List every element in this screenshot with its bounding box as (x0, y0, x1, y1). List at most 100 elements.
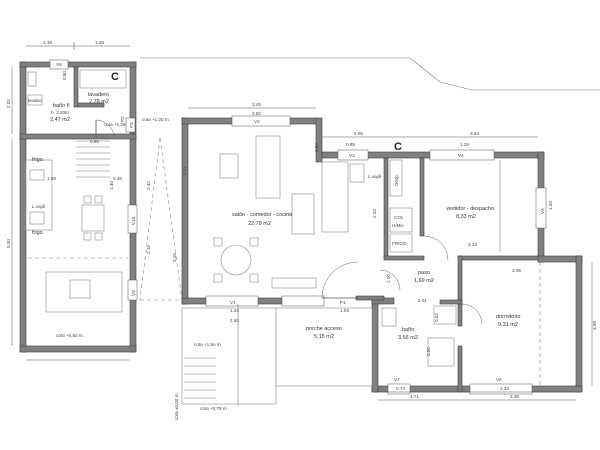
kitchen-counter (321, 161, 349, 233)
label: frigo. (32, 157, 45, 163)
dimension: 1.20 (182, 167, 187, 176)
dimension: 0.80 (62, 71, 67, 80)
wall (19, 133, 137, 140)
window-v1 (205, 295, 259, 307)
level-mark: cota ±0,00 m (174, 393, 179, 420)
level-mark: cota +1,5o m (194, 342, 221, 347)
room-area: 22,78 m2 (248, 221, 271, 227)
door-swing (321, 261, 359, 299)
wall (19, 345, 137, 353)
dimension: 3.24 (468, 242, 477, 247)
dimension: 1.50 (548, 201, 553, 210)
label: COL (394, 215, 404, 220)
door-swing (423, 235, 449, 261)
room-area: 2,47 m2 (50, 117, 70, 123)
room-area: 2,78 m2 (89, 99, 109, 105)
level-mark: cota +1,20 m. (142, 117, 170, 122)
oven-column (389, 207, 413, 233)
door-swing (461, 303, 483, 325)
chair (213, 237, 223, 247)
mark-c: C (111, 71, 119, 83)
window-label: V4 (458, 153, 464, 158)
wall (439, 299, 463, 305)
room-name: salón - comedor - cocina (232, 212, 293, 218)
door-label: P1 (340, 300, 346, 305)
dimension: 1.40 (109, 181, 114, 190)
wall (537, 255, 583, 263)
dimension: 1.71 (410, 394, 419, 399)
dimension: 0.85 (346, 142, 355, 147)
door-p3 (125, 117, 136, 133)
level-mark: cota +1,26 m. (104, 122, 132, 127)
dimension: 0.80 (90, 139, 99, 144)
label: L.vajill (32, 204, 45, 209)
dimension: 1.18 (43, 40, 52, 45)
window-v6 (469, 383, 533, 395)
chair (83, 195, 92, 204)
dimension: 2.50 (252, 111, 261, 116)
label: FRIGO (392, 241, 407, 246)
window-label: V5 (540, 208, 545, 214)
wall (315, 117, 323, 163)
dimension: 0.54 (314, 143, 319, 152)
room-name: baño II (53, 103, 70, 109)
wall (575, 255, 583, 393)
label: H/Mic (392, 223, 404, 228)
dimension: 1.28 (95, 40, 104, 45)
wall (383, 255, 425, 261)
chair (213, 273, 223, 283)
wall (73, 66, 79, 108)
coffee-table (219, 153, 239, 179)
window-v10 (127, 204, 138, 234)
dimension: 3.54 (470, 131, 479, 136)
dimension: 0.52 (434, 313, 439, 322)
room-area: 5,15 m2 (314, 334, 334, 340)
dimension: 1.04 (340, 308, 349, 313)
chair (249, 273, 259, 283)
wall (77, 102, 105, 108)
wall (457, 255, 463, 327)
dimension: 2.42 (146, 181, 151, 190)
label: frigo. (32, 230, 45, 236)
dimension: 2.05 (354, 131, 363, 136)
main-house: V2 V3 V4 V5 V1 V6 V7 L.vajill salón - co… (146, 102, 597, 420)
label: L.vajill (368, 174, 381, 179)
window-label: V7 (394, 377, 400, 382)
dimension: 0.25 (172, 253, 177, 262)
toilet-area (433, 305, 457, 325)
window-label: V2 (254, 119, 260, 124)
terrain-line (140, 57, 600, 91)
wall (19, 61, 137, 68)
dimension: 0.90 (426, 347, 431, 356)
toilet (27, 71, 37, 87)
room-area: 3,56 m2 (398, 335, 418, 341)
level-mark: cota +0,78 m (200, 406, 227, 411)
dimension: 1.28 (47, 176, 56, 181)
desp-cabinet (389, 159, 403, 197)
left-annex: V8 C lavabo baño II h. 2,20m 2,47 m2 lav… (6, 40, 138, 361)
dimension: 2.50 (230, 318, 239, 323)
dimension: 1.29 (460, 142, 469, 147)
window-label: V6 (496, 377, 502, 382)
window-v2 (231, 115, 291, 127)
dimension: 1.33 (500, 386, 509, 391)
dimension: 3.09 (592, 321, 597, 330)
chair (94, 195, 103, 204)
chair (83, 232, 92, 241)
dimension: 3.06 (512, 268, 521, 273)
dimension: 1.44 (230, 308, 239, 313)
dimension: 5.00 (6, 239, 11, 248)
sink (29, 211, 45, 225)
room-name: vestidor - despacho (446, 206, 494, 212)
chair (249, 237, 259, 247)
sofa (255, 135, 281, 199)
window-v8 (49, 59, 69, 70)
porch-deck (275, 307, 373, 387)
chair (94, 232, 103, 241)
window-v4 (429, 149, 495, 161)
room-height: h. 2,20m (51, 110, 69, 115)
wall (457, 255, 539, 261)
door-swing (95, 119, 115, 139)
